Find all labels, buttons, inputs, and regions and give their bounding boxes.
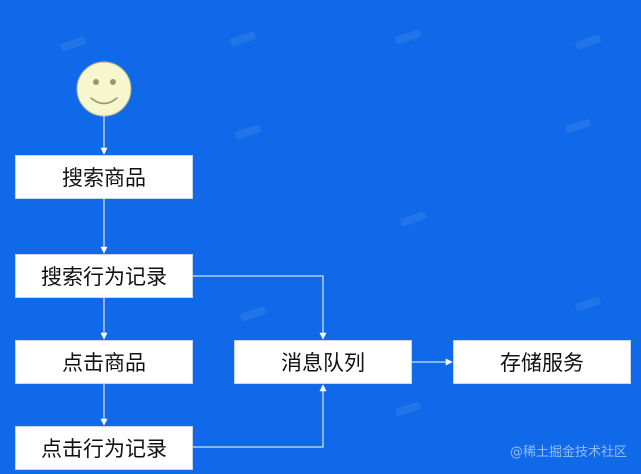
edge-search-record-to-queue <box>193 275 327 340</box>
node-label: 点击商品 <box>62 351 146 375</box>
node-search-product: 搜索商品 <box>15 155 193 199</box>
node-label: 点击行为记录 <box>41 437 167 461</box>
node-label: 搜索行为记录 <box>41 265 167 289</box>
node-label: 搜索商品 <box>62 166 146 190</box>
node-storage-service: 存储服务 <box>453 340 631 384</box>
watermark-credit: @稀土掘金技术社区 <box>509 445 627 460</box>
node-click-product: 点击商品 <box>15 340 193 384</box>
node-label: 存储服务 <box>500 351 584 375</box>
smiley-face-icon <box>76 61 132 117</box>
node-message-queue: 消息队列 <box>234 340 412 384</box>
node-click-record: 点击行为记录 <box>15 426 193 470</box>
node-search-record: 搜索行为记录 <box>15 254 193 298</box>
node-label: 消息队列 <box>281 351 365 375</box>
edge-click-record-to-queue <box>193 384 327 448</box>
